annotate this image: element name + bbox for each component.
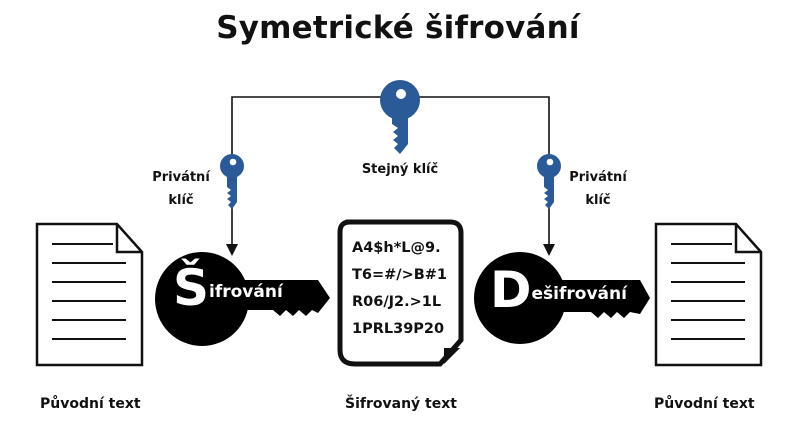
encrypt-initial: Š <box>173 259 210 317</box>
shared-key-label: Stejný klíč <box>361 162 439 177</box>
label-line: Privátní <box>569 170 627 185</box>
ciphertext-line: T6=#/>B#1 <box>352 267 448 283</box>
decrypt-key-shape <box>474 252 650 344</box>
label-line: klíč <box>168 193 194 208</box>
ciphertext-document-icon <box>337 219 464 367</box>
decrypt-label: Dešifrování <box>490 260 627 320</box>
original-text-label-right: Původní text <box>654 396 755 412</box>
left-document-icon <box>35 222 144 367</box>
arrow-down-left-icon <box>226 244 238 256</box>
right-private-key-icon <box>537 154 561 209</box>
ciphertext-block: A4$h*L@9. T6=#/>B#1 R06/J2.>1L 1PRL39P20 <box>352 235 447 343</box>
label-line: Privátní <box>152 170 210 185</box>
left-private-key-icon <box>220 154 244 209</box>
decrypt-initial: D <box>490 261 532 319</box>
left-private-key-label: Privátní klíč <box>146 166 216 212</box>
encrypt-rest: ifrování <box>209 282 283 302</box>
ciphertext-line: A4$h*L@9. <box>352 240 441 256</box>
ciphertext-line: R06/J2.>1L <box>352 294 442 310</box>
arrow-down-right-icon <box>543 244 555 256</box>
encrypt-key-shape <box>155 252 330 346</box>
decrypt-rest: ešifrování <box>531 284 627 304</box>
ciphertext-line: 1PRL39P20 <box>352 321 445 337</box>
encrypt-label: Šifrování <box>173 258 283 318</box>
shared-key-icon <box>380 80 420 154</box>
diagram-title: Symetrické šifrování <box>216 10 580 46</box>
right-private-key-label: Privátní klíč <box>563 166 633 212</box>
label-line: klíč <box>585 193 611 208</box>
right-document-icon <box>654 222 763 367</box>
original-text-label-left: Původní text <box>40 396 141 412</box>
ciphertext-label: Šifrovaný text <box>345 396 457 412</box>
